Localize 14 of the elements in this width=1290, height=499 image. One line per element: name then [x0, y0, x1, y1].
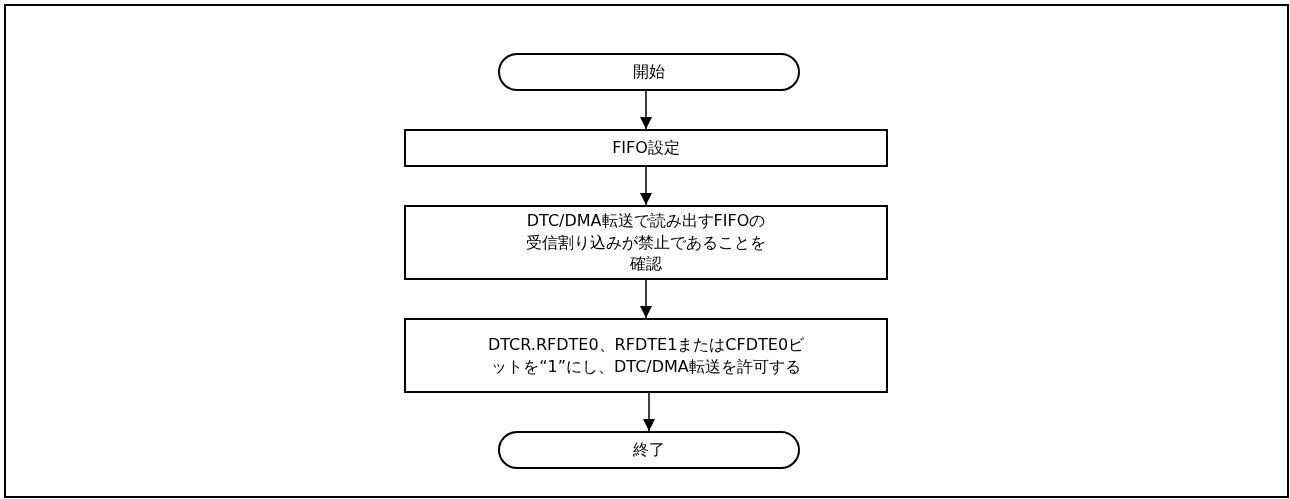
step-text: DTC/DMA転送で読み出すFIFOの受信割り込みが禁止であることを確認 [525, 210, 767, 275]
terminal-shape [498, 53, 800, 91]
arrow [640, 166, 652, 206]
arrow [643, 392, 655, 432]
step-text: FIFO設定 [612, 137, 680, 159]
arrow [640, 90, 652, 130]
step-text: 終了 [633, 439, 665, 461]
terminal-shape [498, 431, 800, 469]
arrow [640, 279, 652, 319]
process-box [404, 205, 888, 280]
step-text: DTCR.RFDTE0、RFDTE1またはCFDTE0ビットを“1”にし、DTC/DMA転送を許可する [486, 333, 806, 378]
step-text: 開始 [633, 61, 665, 83]
process-box [404, 318, 888, 393]
process-box [404, 129, 888, 167]
